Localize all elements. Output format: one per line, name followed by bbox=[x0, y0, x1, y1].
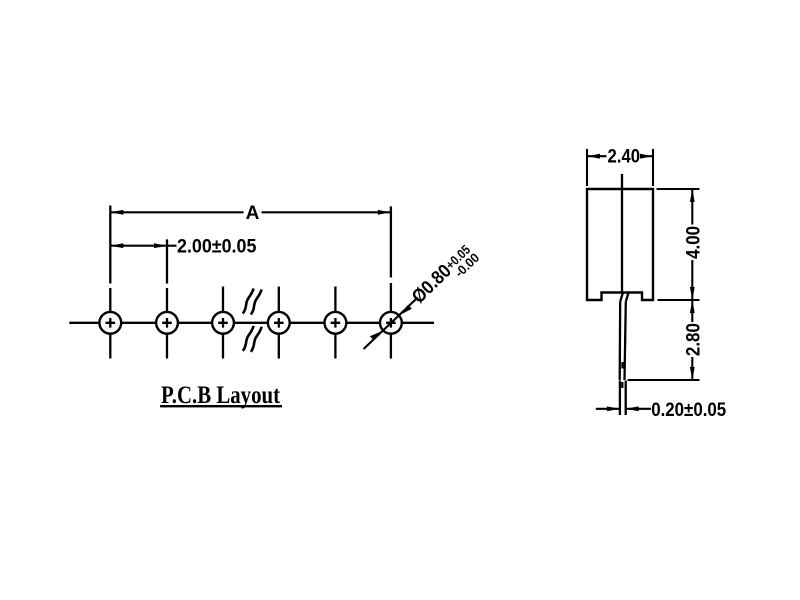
svg-text:4.00: 4.00 bbox=[683, 226, 704, 259]
svg-text:2.00±0.05: 2.00±0.05 bbox=[177, 236, 257, 257]
svg-text:2.40: 2.40 bbox=[608, 147, 641, 168]
svg-text:A: A bbox=[246, 203, 260, 224]
svg-text:2.80: 2.80 bbox=[683, 323, 704, 356]
svg-text:P.C.B Layout: P.C.B Layout bbox=[161, 380, 280, 409]
svg-text:0.20±0.05: 0.20±0.05 bbox=[651, 400, 726, 421]
